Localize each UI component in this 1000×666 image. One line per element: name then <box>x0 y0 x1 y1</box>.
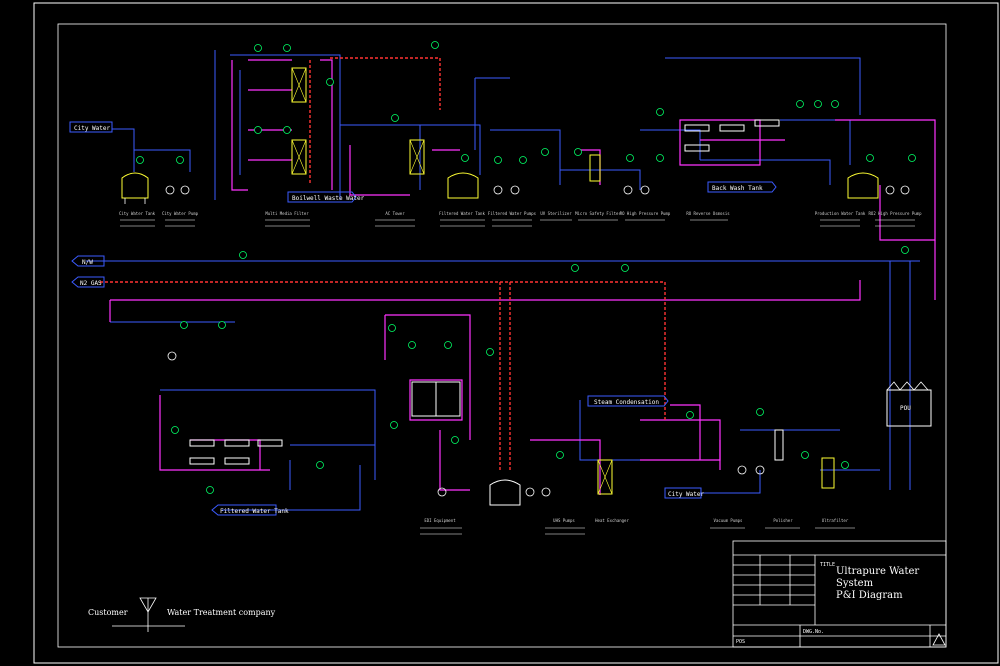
title-line-1: Ultrapure Water <box>836 566 919 577</box>
equipment-label: Multi Media Filter <box>265 211 309 216</box>
boilwell-waste-water-label: Boilwell Waste Water <box>292 195 365 202</box>
equipment-label: Heat Exchanger <box>595 518 629 523</box>
filtered-water-tank-label: Filtered Water Tank <box>220 508 289 515</box>
equipment-label: UHS Pumps <box>553 518 575 523</box>
gas-line-network <box>100 57 666 470</box>
equipment-label: AC Tower <box>385 211 405 216</box>
equipment-label: RO High Pressure Pump <box>620 211 671 216</box>
city-water-bottom-label: City Water <box>668 491 705 498</box>
equipment-label: Filtered Water Pumps <box>488 211 537 216</box>
customer-label: Customer <box>88 608 128 617</box>
filtered-water-tank-tag: Filtered Water Tank <box>211 504 289 516</box>
equipment-label: RO Reverse Osmosis <box>686 211 730 216</box>
equipment-label: Production Water Tank <box>815 211 866 216</box>
title-line-3: P&I Diagram <box>836 590 903 601</box>
equipment-label: UV Sterilizer <box>540 211 572 216</box>
ac-tower <box>409 139 425 175</box>
city-water-tank <box>121 172 149 204</box>
instrument-gauges <box>136 41 916 494</box>
city-water-top-label: City Water <box>74 125 111 132</box>
filtered-water-tank <box>447 172 479 199</box>
n-w-tag: N/W <box>71 255 105 267</box>
pumps <box>165 185 910 497</box>
spec-lines <box>120 219 915 535</box>
n2-gas-label: N2 GAS <box>80 280 102 287</box>
title-block: TITLE Ultrapure Water System P&I Diagram… <box>732 540 947 648</box>
dwg-no-label: DWG.No. <box>803 629 824 635</box>
polisher <box>774 429 784 461</box>
n2-gas-tag: N2 GAS <box>71 276 105 288</box>
equipment-label: Micro Safety Filter <box>575 211 621 216</box>
water-line-network <box>86 50 920 511</box>
equipment-label: EDI Equipment <box>424 518 456 523</box>
back-wash-tank-tag: Back Wash Tank <box>707 181 777 193</box>
pou-box <box>886 381 932 427</box>
back-wash-tank-label: Back Wash Tank <box>712 185 763 192</box>
title-line-2: System <box>836 578 874 589</box>
equipment-label: RO2 High Pressure Pump <box>869 211 923 216</box>
n-w-label: N/W <box>82 259 93 266</box>
company-label: Water Treatment company <box>167 608 276 617</box>
equipment-label: Vacuum Pumps <box>714 518 743 523</box>
heat-exchanger <box>597 459 613 495</box>
pos-label: POS <box>736 639 745 645</box>
multi-media-filters <box>291 67 307 175</box>
city-water-top-tag: City Water <box>69 121 113 133</box>
uhs-tank <box>489 479 521 506</box>
inner-border <box>57 23 947 648</box>
city-water-bottom-tag: City Water <box>664 487 705 499</box>
ultrafilter <box>821 457 835 489</box>
boilwell-waste-water-tag: Boilwell Waste Water <box>287 191 365 203</box>
equipment-labels: City Water Tank City Water Pump Multi Me… <box>119 211 922 523</box>
outer-border <box>33 2 999 664</box>
equipment-label: City Water Tank <box>119 211 156 216</box>
production-water-tank <box>847 172 879 199</box>
equipment-label: Filtered Water Tank <box>439 211 485 216</box>
pou-label: POU <box>900 405 911 412</box>
steam-condensation-tag: Steam Condensation <box>587 395 669 407</box>
micro-safety-filter <box>589 154 601 182</box>
title-label: TITLE <box>820 562 835 568</box>
equipment-label: Polisher <box>773 518 793 523</box>
ro-membranes <box>189 119 780 465</box>
equipment-label: Ultrafilter <box>822 518 849 523</box>
steam-condensation-label: Steam Condensation <box>594 399 659 406</box>
equipment-label: City Water Pump <box>162 211 199 216</box>
edi-unit <box>411 381 461 417</box>
footer-block: Customer Water Treatment company <box>88 597 276 632</box>
